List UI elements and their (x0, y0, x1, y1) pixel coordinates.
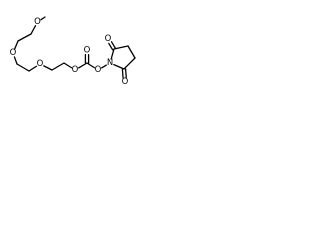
atom-label-a8: O (122, 77, 129, 87)
bond-a5-a6 (100, 64, 108, 69)
bond-layer (13, 16, 136, 79)
bond-c2-c3 (17, 33, 32, 42)
bond-c9-a7-a (110, 41, 117, 49)
bond-c7-a3 (63, 62, 73, 69)
atom-label-a1: O (10, 48, 17, 58)
bond-c11-c12 (123, 57, 136, 70)
atom-label-a0: O (34, 17, 41, 27)
bond-c12-a8-a (121, 68, 124, 79)
bond-c8-a5 (86, 62, 96, 69)
bond-a2-c6 (43, 65, 53, 71)
bond-c10-c11 (127, 45, 136, 59)
bond-c4-c5 (16, 63, 30, 72)
atom-label-a6: N (107, 58, 113, 68)
bond-c6-c7 (51, 62, 65, 71)
bond-c5-a2 (28, 65, 38, 72)
atom-label-a7: O (105, 34, 112, 44)
bond-a3-c8 (77, 62, 88, 69)
bond-c3-a1 (13, 40, 19, 50)
bond-c12-a8-b (124, 68, 127, 79)
atom-label-a3: O (72, 65, 79, 75)
atom-label-a4: O (84, 46, 91, 56)
atom-label-a2: O (37, 59, 44, 69)
bond-a6-c9 (110, 48, 115, 60)
bond-a0-c2 (30, 25, 37, 35)
bond-c1-a0 (40, 16, 46, 21)
atom-label-a5: O (95, 65, 102, 75)
bond-c9-c10 (113, 45, 129, 50)
bond-c9-a7-b (108, 42, 114, 51)
bond-a1-c4 (13, 56, 18, 65)
bond-c12-a6 (113, 64, 125, 70)
